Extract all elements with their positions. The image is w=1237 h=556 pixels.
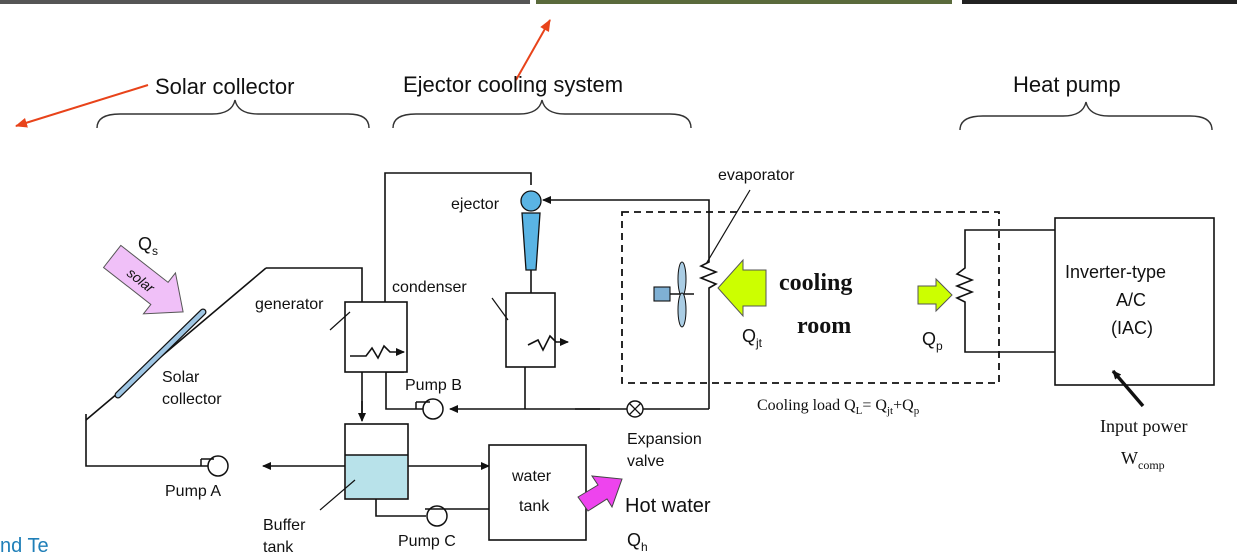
evaporator-label: evaporator [718, 167, 795, 184]
pump-b-label: Pump B [405, 377, 462, 394]
cooling-room-label-2: room [797, 313, 851, 339]
generator-box [344, 301, 408, 373]
water-tank-label-2: tank [519, 498, 550, 515]
cooling-room-boundary [621, 211, 1000, 384]
condenser-coil [527, 334, 569, 352]
ejector [520, 190, 542, 271]
expansion-valve-label-1: Expansion [627, 431, 702, 448]
condenser-label: condenser [392, 279, 467, 296]
condenser-leader [491, 297, 509, 321]
water-tank-box [488, 444, 587, 541]
generator-leader [329, 311, 351, 331]
generator-label: generator [255, 296, 324, 313]
section-solar-title: Solar collector [155, 74, 294, 99]
pump-b [415, 398, 444, 420]
iac-box [1054, 217, 1215, 386]
pump-c-label: Pump C [398, 533, 456, 550]
evaporator-coil [698, 258, 719, 290]
qs-symbol: Qs [138, 234, 158, 258]
w-comp-symbol: Wcomp [1121, 448, 1165, 472]
buffer-tank-leader [319, 479, 356, 511]
solar-collector-label-2: collector [162, 391, 222, 408]
generator-coil [350, 344, 405, 360]
red-arrow-up [515, 19, 551, 81]
iac-label-3: (IAC) [1111, 318, 1153, 338]
pump-a [200, 455, 229, 477]
qp-symbol: Qp [922, 329, 943, 353]
iac-label-1: Inverter-type [1065, 262, 1166, 282]
water-tank-label-1: water [511, 468, 552, 485]
evaporator-leader [705, 189, 751, 265]
room-coil [954, 262, 975, 308]
iac-label-2: A/C [1116, 290, 1146, 310]
expansion-valve [626, 400, 644, 418]
solar-collector-panel [114, 308, 207, 399]
brace-solar [96, 99, 370, 129]
cooling-load-equation: Cooling load QL= Qjt+Qp [757, 397, 920, 417]
top-image-fragments [0, 0, 1237, 4]
cooling-room-label-1: cooling [779, 270, 852, 296]
qjt-arrow [717, 258, 767, 318]
red-arrow-left [15, 84, 149, 128]
pump-a-label: Pump A [165, 483, 221, 500]
solar-input-arrow: solar [102, 244, 184, 315]
qp-arrow [917, 277, 953, 313]
brace-ejector [392, 99, 692, 129]
buffer-tank-label-1: Buffer [263, 517, 306, 534]
condenser-box [505, 292, 556, 368]
input-power-arrow [1111, 369, 1145, 408]
ejector-label: ejector [451, 196, 500, 213]
hot-water-label: Hot water [625, 495, 711, 517]
solar-collector-label-1: Solar [162, 369, 200, 386]
section-ejector-title: Ejector cooling system [403, 72, 623, 97]
section-heatpump-title: Heat pump [1013, 72, 1121, 97]
hot-water-arrow [577, 475, 623, 512]
input-power-label: Input power [1100, 416, 1187, 436]
footer-text-fragment: nd Te [0, 535, 49, 556]
buffer-tank-label-2: tank [263, 539, 294, 556]
fan [653, 261, 694, 328]
qjt-symbol: Qjt [742, 326, 763, 350]
brace-heatpump [959, 101, 1213, 131]
qh-symbol: Qh [627, 530, 648, 554]
pump-c [425, 505, 448, 527]
expansion-valve-label-2: valve [627, 453, 664, 470]
buffer-tank [344, 423, 409, 500]
